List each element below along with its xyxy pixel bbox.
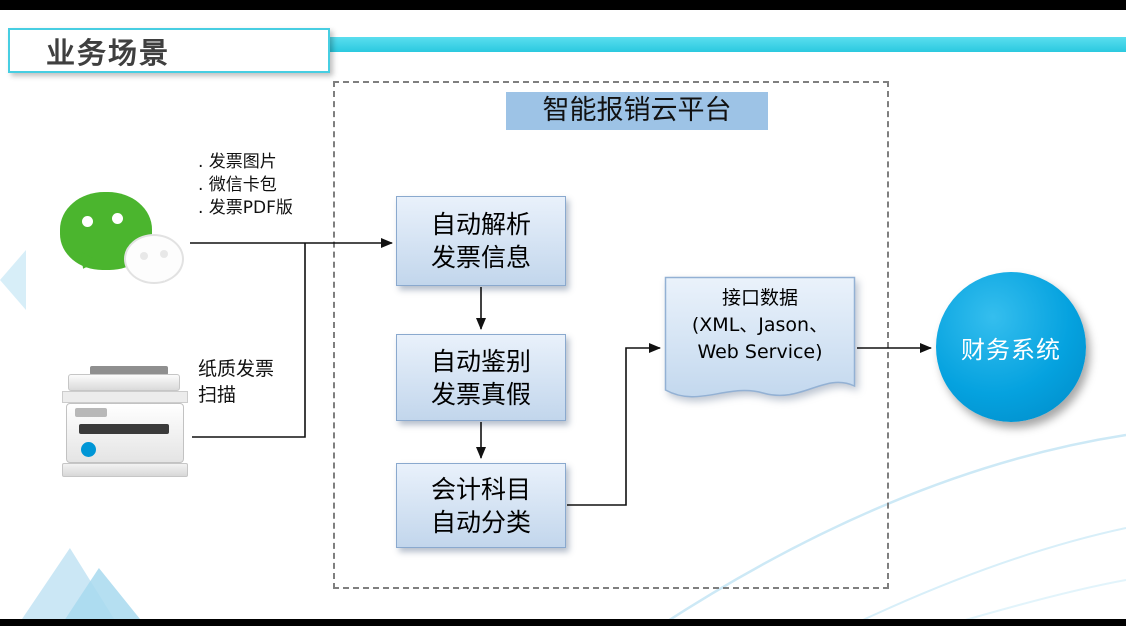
- slide-title-box: 业务场景: [8, 28, 330, 73]
- process-step-text: 会计科目: [430, 474, 531, 504]
- process-step-text: 发票真假: [430, 379, 531, 409]
- printer-scanner-deck: [62, 391, 188, 403]
- printer-control-panel: [75, 408, 107, 417]
- printer-scanner-image: [56, 366, 196, 496]
- wechat-eye: [82, 216, 93, 227]
- interface-data-line: Web Service): [697, 341, 823, 363]
- list-item: . 发票图片: [198, 152, 277, 172]
- process-step-text: 发票信息: [430, 243, 531, 272]
- platform-title: 智能报销云平台: [506, 92, 768, 130]
- process-step-text: 自动鉴别: [430, 346, 531, 376]
- wechat-small-bubble: [124, 234, 184, 284]
- process-step-verify-invoice: 自动鉴别 发票真假: [396, 334, 566, 421]
- finance-system-circle: 财务系统: [936, 272, 1086, 422]
- bottom-letterbox-bar: [0, 619, 1126, 626]
- interface-data-line: (XML、Jason、: [691, 314, 829, 336]
- process-step-text: 自动解析: [430, 210, 531, 239]
- list-item: . 发票PDF版: [198, 198, 293, 218]
- wechat-eye: [140, 252, 148, 260]
- top-letterbox-bar: [0, 0, 1126, 10]
- printer-base: [62, 463, 188, 477]
- wechat-eye: [160, 250, 168, 258]
- scanner-label-line: 纸质发票: [198, 358, 275, 380]
- scanner-label-line: 扫描: [198, 384, 237, 406]
- printer-lid: [68, 374, 180, 391]
- wechat-eye: [112, 213, 123, 224]
- left-edge-triangle-decoration: [0, 250, 26, 310]
- interface-data-text: 接口数据 (XML、Jason、 Web Service): [664, 285, 856, 366]
- process-step-text: 自动分类: [430, 507, 531, 537]
- hp-logo: [81, 442, 96, 457]
- printer-output-slot: [79, 424, 169, 434]
- process-step-classify-accounts: 会计科目 自动分类: [396, 463, 566, 548]
- platform-boundary-frame: [333, 81, 889, 589]
- document-shape: [664, 276, 856, 398]
- process-step-parse-invoice: 自动解析 发票信息: [396, 196, 566, 286]
- interface-data-document: 接口数据 (XML、Jason、 Web Service): [664, 276, 856, 424]
- list-item: . 微信卡包: [198, 175, 277, 195]
- finance-system-label: 财务系统: [961, 335, 1061, 364]
- wechat-icon: [60, 192, 190, 294]
- wechat-input-list: . 发票图片 . 微信卡包 . 发票PDF版: [198, 151, 293, 220]
- printer-adf: [90, 366, 168, 375]
- interface-data-line: 接口数据: [721, 287, 798, 309]
- slide-title: 业务场景: [46, 35, 171, 70]
- printer-body: [66, 403, 184, 463]
- scanner-label: 纸质发票 扫描: [198, 356, 274, 408]
